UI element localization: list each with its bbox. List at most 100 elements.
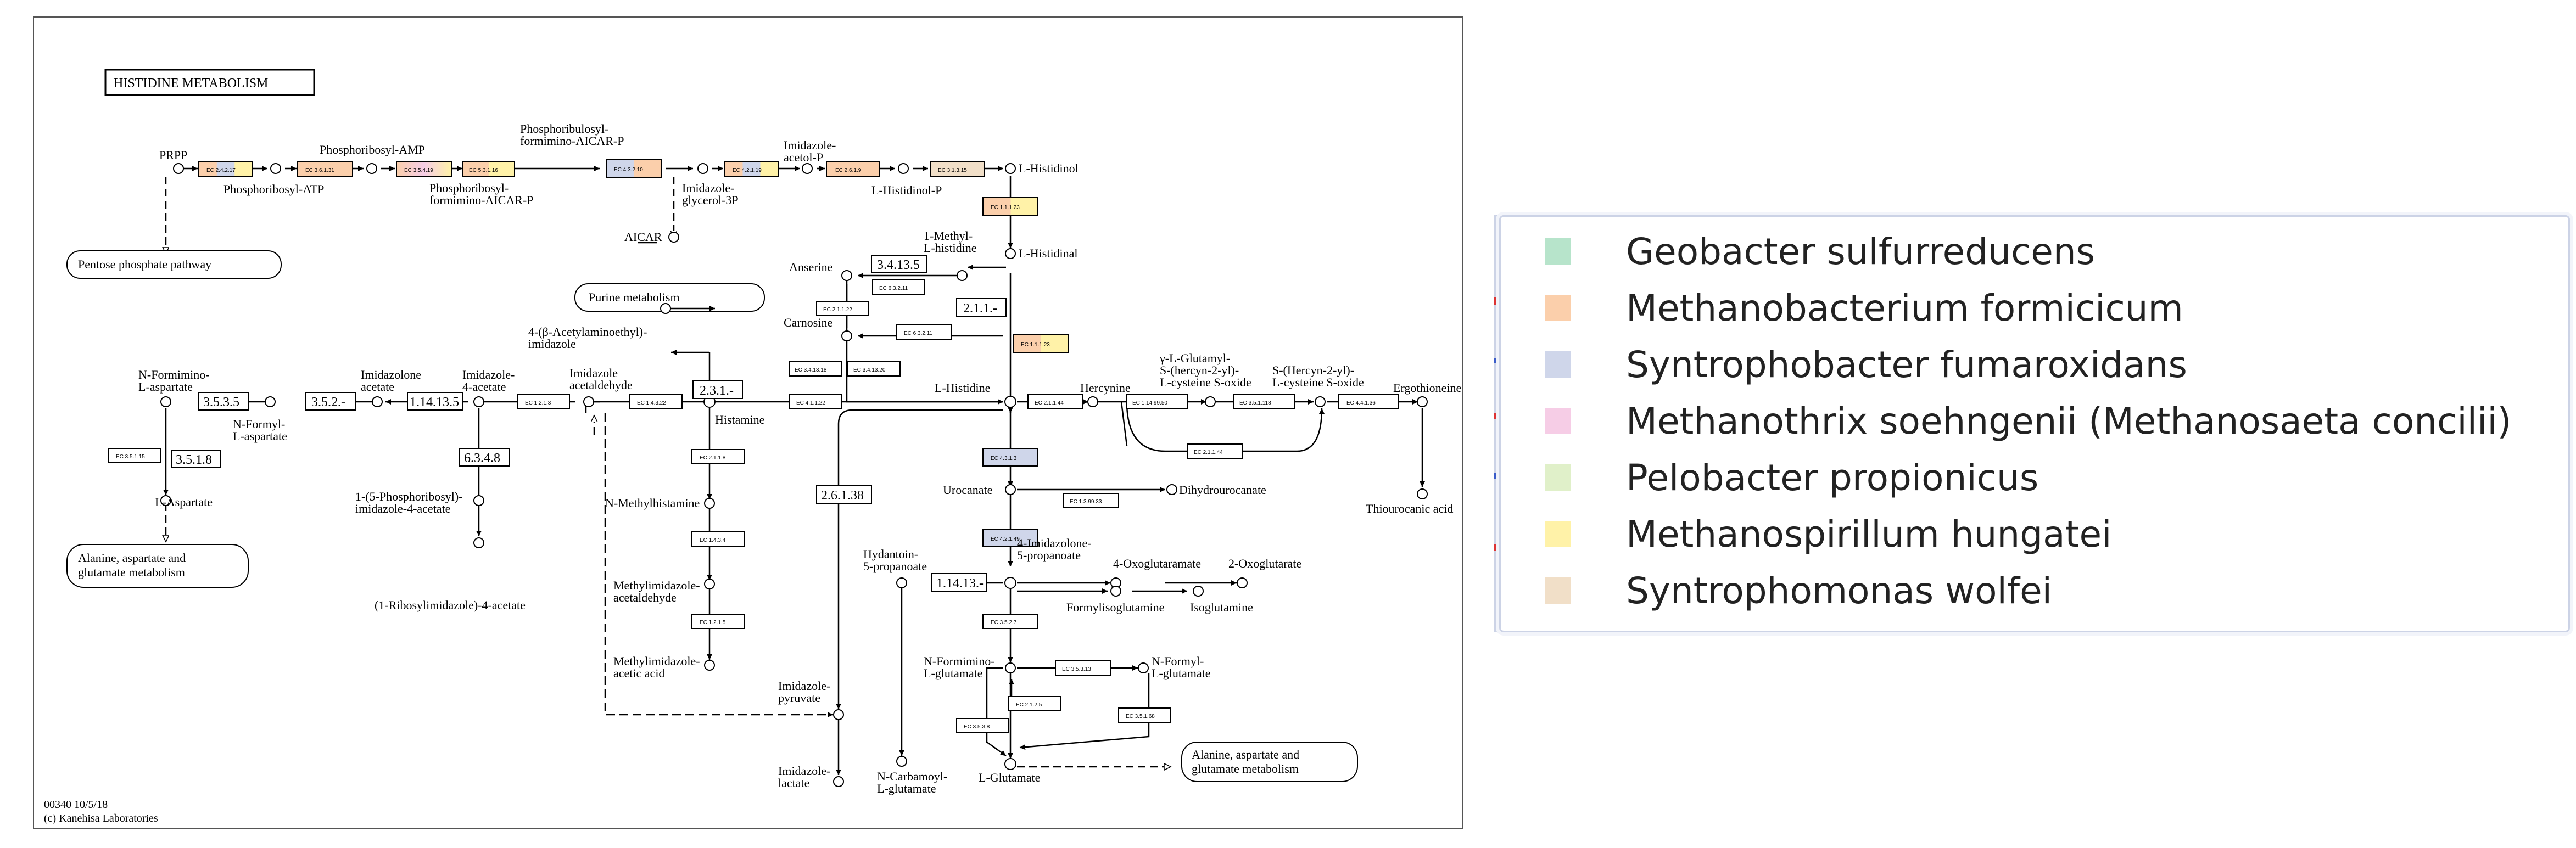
legend-item: Methanothrix soehngenii (Methanosaeta co… bbox=[1545, 397, 2511, 445]
compound-label: formimino-AICAR-P bbox=[520, 134, 624, 148]
center-nodes bbox=[160, 270, 1428, 787]
enzyme-label: EC 1.4.3.22 bbox=[637, 400, 666, 406]
compound-label: N-Formimino- bbox=[924, 654, 995, 668]
enzyme-label: EC 1.14.99.50 bbox=[1132, 400, 1167, 406]
compound-label: L-glutamate bbox=[924, 666, 983, 680]
enzyme-label: 2.1.1.- bbox=[963, 301, 997, 316]
compound-label: Urocanate bbox=[943, 483, 992, 497]
enzyme-box[interactable] bbox=[1338, 394, 1399, 409]
enzyme-box[interactable] bbox=[982, 448, 1038, 467]
enzyme-box[interactable] bbox=[1008, 696, 1061, 711]
legend-swatch bbox=[1545, 408, 1571, 434]
enzyme-box[interactable] bbox=[724, 161, 779, 177]
enzyme-box[interactable] bbox=[1013, 334, 1069, 353]
enzyme-box[interactable] bbox=[1055, 660, 1111, 676]
enzyme-label: EC 2.1.1.44 bbox=[1194, 450, 1223, 456]
enzyme-box[interactable] bbox=[789, 361, 842, 377]
enzyme-box[interactable] bbox=[407, 392, 463, 411]
compound-label: Imidazole- bbox=[784, 138, 836, 152]
enzyme-box[interactable] bbox=[956, 298, 1007, 317]
enzyme-box[interactable] bbox=[1027, 394, 1083, 409]
enzyme-box[interactable] bbox=[896, 324, 952, 340]
enzyme-box[interactable] bbox=[871, 255, 927, 273]
enzyme-box[interactable] bbox=[847, 361, 901, 377]
enzyme-box[interactable] bbox=[982, 614, 1038, 629]
compound-label: glycerol-3P bbox=[682, 193, 739, 207]
enzyme-label: 6.3.4.8 bbox=[464, 451, 500, 465]
pathway-link-ala-asp-right[interactable] bbox=[1181, 742, 1358, 782]
compound-label: Dihydrourocanate bbox=[1179, 483, 1266, 497]
map-id: 00340 10/5/18 bbox=[44, 799, 108, 811]
compound-label: Phosphoribosyl- bbox=[429, 181, 509, 195]
enzyme-label: EC 3.5.4.19 bbox=[404, 167, 433, 173]
enzyme-box[interactable] bbox=[691, 531, 745, 547]
compound-label: Imidazole- bbox=[462, 368, 515, 381]
compound-label: 4-acetate bbox=[462, 380, 506, 394]
enzyme-box[interactable] bbox=[692, 380, 743, 399]
legend-item: Methanobacterium formicicum bbox=[1545, 284, 2183, 332]
enzyme-box[interactable] bbox=[816, 485, 872, 504]
legend-label: Syntrophobacter fumaroxidans bbox=[1626, 343, 2187, 386]
enzyme-box[interactable] bbox=[1063, 493, 1119, 508]
enzyme-box[interactable] bbox=[982, 529, 1038, 547]
compound-prpp: PRPP bbox=[159, 148, 187, 162]
enzyme-box[interactable] bbox=[396, 161, 452, 177]
title-box bbox=[104, 69, 315, 96]
enzyme-box[interactable] bbox=[171, 450, 221, 468]
enzyme-box[interactable] bbox=[198, 161, 253, 177]
enzyme-box[interactable] bbox=[1187, 443, 1243, 459]
enzyme-box[interactable] bbox=[108, 448, 161, 463]
enzyme-box[interactable] bbox=[691, 614, 745, 629]
enzyme-box[interactable] bbox=[1233, 394, 1295, 409]
enzyme-box[interactable] bbox=[816, 301, 869, 316]
enzyme-box[interactable] bbox=[198, 392, 249, 411]
compound-label: Formylisoglutamine bbox=[1066, 600, 1164, 614]
enzyme-label: EC 1.4.3.4 bbox=[700, 537, 726, 543]
top-row-nodes bbox=[173, 163, 1016, 259]
enzyme-box[interactable] bbox=[462, 161, 515, 177]
pathway-label: glutamate metabolism bbox=[1192, 762, 1299, 776]
legend-label: Pelobacter propionicus bbox=[1626, 456, 2039, 499]
enzyme-box[interactable] bbox=[459, 448, 510, 467]
enzyme-box[interactable] bbox=[1118, 707, 1171, 723]
enzyme-label: EC 4.1.1.22 bbox=[796, 400, 825, 406]
pathway-label: Pentose phosphate pathway bbox=[78, 257, 211, 271]
compound-label: Imidazole bbox=[569, 366, 618, 380]
enzyme-box[interactable] bbox=[956, 718, 1009, 733]
enzyme-box[interactable] bbox=[930, 161, 985, 177]
pathway-link-pentose[interactable] bbox=[66, 250, 282, 279]
compound-label: 2-Oxoglutarate bbox=[1228, 557, 1301, 570]
compound-label: imidazole-4-acetate bbox=[355, 502, 450, 515]
legend-item: Methanospirillum hungatei bbox=[1545, 510, 2111, 558]
compound-label: Phosphoribulosyl- bbox=[520, 122, 608, 136]
legend-swatch bbox=[1545, 238, 1571, 265]
enzyme-box[interactable] bbox=[629, 394, 683, 409]
enzyme-box[interactable] bbox=[826, 161, 880, 177]
legend-swatch bbox=[1545, 295, 1571, 321]
compound-label: 5-propanoate bbox=[1017, 548, 1081, 562]
enzyme-label: EC 5.3.1.16 bbox=[469, 167, 498, 173]
legend-label: Methanospirillum hungatei bbox=[1626, 513, 2112, 555]
enzyme-box[interactable] bbox=[606, 159, 662, 178]
enzyme-label: 2.3.1.- bbox=[700, 384, 734, 398]
enzyme-box[interactable] bbox=[872, 279, 925, 295]
compound-label: (1-Ribosylimidazole)-4-acetate bbox=[375, 598, 526, 612]
compound-label: Imidazolone bbox=[361, 368, 421, 381]
compound-label: 1-(5-Phosphoribosyl)- bbox=[355, 490, 463, 503]
enzyme-box[interactable] bbox=[789, 394, 842, 409]
pathway-link-ala-asp-left[interactable] bbox=[66, 544, 249, 588]
enzyme-box[interactable] bbox=[691, 449, 745, 464]
compound-label: L-cysteine S-oxide bbox=[1160, 375, 1251, 389]
enzyme-box[interactable] bbox=[931, 573, 987, 592]
enzyme-label: EC 2.1.1.8 bbox=[700, 455, 726, 461]
enzyme-box[interactable] bbox=[305, 392, 356, 411]
enzyme-box[interactable] bbox=[297, 161, 353, 177]
enzyme-label: EC 2.6.1.9 bbox=[835, 167, 862, 173]
enzyme-label: EC 2.4.2.17 bbox=[206, 167, 236, 173]
enzyme-label: EC 1.1.1.23 bbox=[1021, 342, 1050, 348]
enzyme-box[interactable] bbox=[982, 197, 1038, 216]
enzyme-box[interactable] bbox=[1126, 394, 1188, 409]
compound-label: Isoglutamine bbox=[1190, 600, 1253, 614]
pathway-map: HISTIDINE METABOLISM EC bbox=[33, 16, 1463, 829]
enzyme-box[interactable] bbox=[517, 394, 570, 409]
